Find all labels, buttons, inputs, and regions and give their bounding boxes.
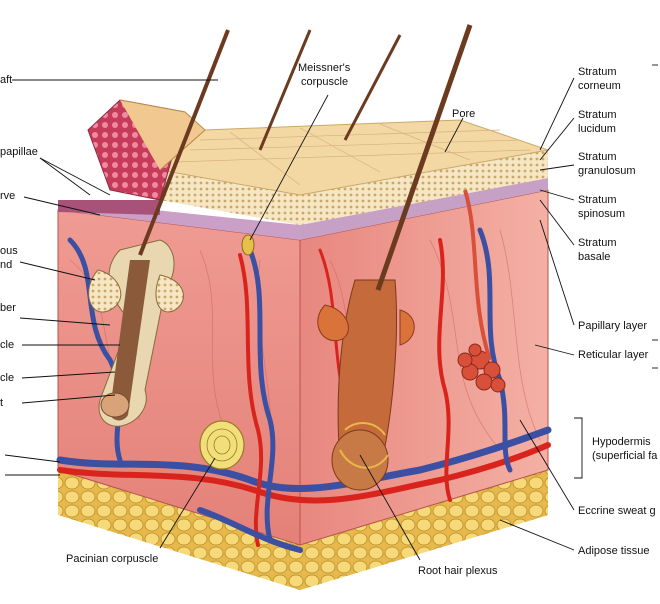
leader-lines — [4, 64, 658, 561]
label-pacinian-corpuscle: Pacinian corpuscle — [66, 553, 159, 565]
hair-follicle-left — [88, 29, 230, 427]
pacinian-corpuscle — [199, 420, 245, 470]
label-corneum-2: corneum — [578, 80, 621, 92]
hair-shaft-middle-1 — [258, 29, 312, 151]
label-root-hair-plexus: Root hair plexus — [418, 565, 498, 577]
label-meissner-1: Meissner's — [298, 62, 351, 74]
label-sebaceous-gland-2: nd — [0, 259, 13, 271]
label-dermal-papillae: papillae — [0, 146, 38, 158]
label-granulosum-2: granulosum — [578, 165, 636, 177]
label-lucidum-2: lucidum — [578, 123, 616, 135]
label-reticular-layer: Reticular layer — [578, 349, 649, 361]
label-granulosum-1: Stratum — [578, 151, 617, 163]
hair-shaft-right — [375, 24, 473, 291]
sweat-gland-left — [457, 343, 482, 368]
label-basale-2: basale — [578, 251, 611, 263]
label-corneum-1: Stratum — [578, 66, 617, 78]
label-pore: Pore — [452, 108, 476, 120]
label-lucidum-1: Stratum — [578, 109, 617, 121]
adipose-layer — [58, 470, 548, 590]
label-hypodermis-1: Hypodermis — [592, 436, 651, 448]
meissner-corpuscle — [241, 234, 255, 256]
label-sebaceous-gland-1: ous — [0, 245, 18, 257]
label-spinosum-1: Stratum — [578, 194, 617, 206]
label-spinosum-2: spinosum — [578, 208, 626, 220]
dermal-papillae — [58, 99, 206, 215]
hair-shaft-middle-2 — [343, 34, 402, 141]
label-follicle: cle — [0, 372, 15, 384]
hair-follicle-right — [317, 24, 473, 491]
label-meissner-2: corpuscle — [301, 76, 349, 88]
label-hypodermis-2: (superficial fa — [592, 450, 658, 462]
label-hair-shaft: aft — [0, 74, 13, 86]
label-basale-1: Stratum — [578, 237, 617, 249]
blood-vessels — [56, 227, 552, 553]
label-adipose-tissue: Adipose tissue — [578, 545, 650, 557]
label-muscle: cle — [0, 339, 15, 351]
label-papillary-layer: Papillary layer — [578, 320, 648, 332]
label-root: t — [0, 397, 4, 409]
hair-shaft-left — [138, 29, 230, 256]
label-fiber: ber — [0, 302, 16, 314]
label-eccrine-sweat-gland: Eccrine sweat g — [578, 505, 656, 517]
label-nerve: rve — [0, 190, 16, 202]
